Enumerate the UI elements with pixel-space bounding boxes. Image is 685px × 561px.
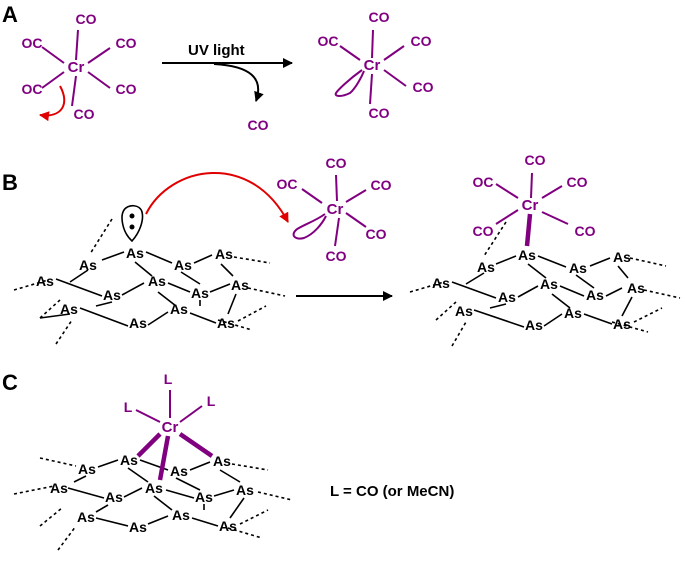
cr-co5-bound-complex: Cr CO OC CO CO CO [473,152,596,247]
released-co-label: CO [248,117,269,133]
product-ligand-lower-right: CO [413,79,434,95]
product-cr-co5: Cr CO CO OC CO CO [318,9,434,121]
product-ligand-bottom: CO [369,105,390,121]
as-atom: As [525,317,543,333]
as-atom: As [195,489,213,505]
as-atom: As [586,287,604,303]
bound-ligand-lower-right: CO [575,223,596,239]
bound-ligand-upper-left: OC [473,174,494,190]
as-atom-bound: As [120,452,138,468]
as-atom-bound: As [213,453,231,469]
as-atom-bound: As [145,480,163,496]
as-atom: As [217,315,235,331]
reactant-cr-co6: Cr CO CO CO OC OC CO [22,11,137,122]
panel-b-label: B [2,170,18,195]
as-atom: As [219,518,237,534]
as-atom-bound: As [518,247,536,263]
c-ligand-left: L [124,399,133,415]
as-atom: As [613,249,631,265]
cr-l3-complex: Cr L L L [124,371,216,481]
bound-metal-label: Cr [522,197,539,214]
complex-metal-label: Cr [327,201,344,218]
bound-ligand-upper-right: CO [567,174,588,190]
as-atom: As [174,257,192,273]
as-atom: As [50,480,68,496]
as-atom: As [569,260,587,276]
as-atom: As [215,246,233,262]
as-atom: As [36,273,54,289]
complex-ligand-lower-right: CO [366,226,387,242]
cr-co5-complex-b: Cr CO OC CO CO CO [277,155,392,264]
lone-pair-orbital-icon [121,204,144,243]
ligand-upper-right: CO [116,35,137,51]
as-atom: As [477,259,495,275]
arsenene-lattice-b: As As As As As As As As As As As As As [13,218,286,345]
as-atom: As [564,305,582,321]
as-atom: As [148,273,166,289]
as-atom: As [613,316,631,332]
as-atom: As [540,276,558,292]
as-atom: As [627,280,645,296]
as-atom: As [170,301,188,317]
bound-ligand-lower-left: CO [473,223,494,239]
as-atom: As [129,519,147,535]
product-ligand-top: CO [369,9,390,25]
as-atom: As [432,275,450,291]
as-atom: As [103,287,121,303]
ligand-lower-left: OC [22,81,43,97]
ligand-lower-right: CO [116,81,137,97]
ligand-bottom: CO [74,106,95,122]
arsenene-lattice-c: As As As As As As As As As As As As As [13,452,293,551]
c-ligand-top: L [164,371,173,387]
as-atom: As [455,303,473,319]
co-release-arrow [213,63,264,102]
ligand-upper-left: OC [22,35,43,51]
as-atom: As [498,289,516,305]
ligand-definition: L = CO (or MeCN) [330,483,454,500]
c-ligand-right: L [207,393,216,409]
as-atom: As [191,285,209,301]
bound-ligand-top: CO [525,152,546,168]
panel-c-label: C [2,370,18,395]
as-atom: As [105,489,123,505]
complex-ligand-bottom: CO [326,248,347,264]
ligand-top: CO [76,11,97,27]
as-atom: As [79,257,97,273]
as-atom: As [236,482,254,498]
c-metal-label: Cr [162,419,179,436]
arsenene-lattice-b-product: As As As As As As As As As As As As As [409,221,681,347]
as-atom: As [129,315,147,331]
product-ligand-upper-left: OC [318,33,339,49]
product-ligand-upper-right: CO [411,33,432,49]
product-metal-label: Cr [364,57,381,74]
electron-donation-arrow-b [145,172,289,223]
uv-light-label: UV light [188,42,245,59]
complex-ligand-upper-right: CO [371,177,392,193]
electron-push-arrow-a [39,85,66,122]
complex-ligand-top: CO [326,155,347,171]
as-atom-active: As [126,245,144,261]
as-atom: As [60,301,78,317]
uv-reaction-arrow: UV light CO [162,42,293,133]
complex-ligand-upper-left: OC [277,176,298,192]
as-atom: As [170,463,188,479]
reactant-metal-label: Cr [68,59,85,76]
as-atom: As [231,277,249,293]
panel-a-label: A [2,2,18,27]
as-atom: As [78,461,96,477]
as-atom: As [172,507,190,523]
as-atom: As [77,509,95,525]
